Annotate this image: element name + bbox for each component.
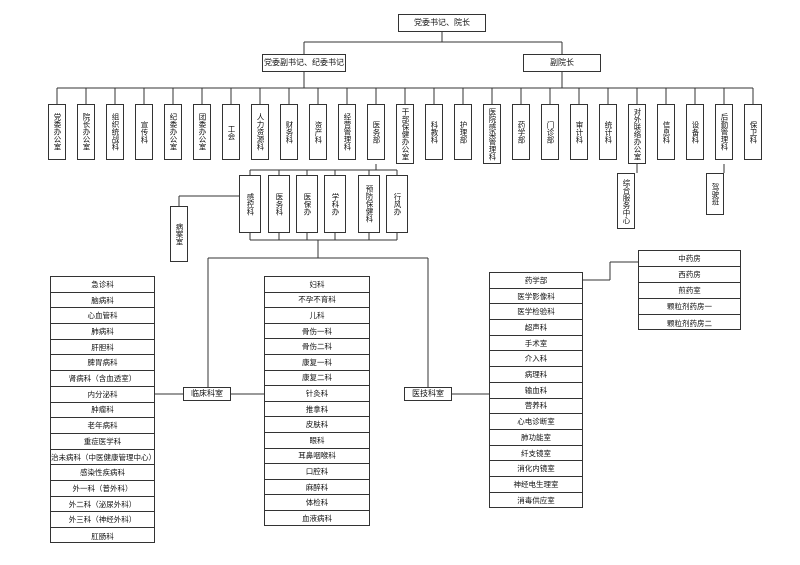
list-item: 消毒供应室 bbox=[517, 496, 555, 506]
list-item: 麻醉科 bbox=[265, 480, 369, 496]
list-item: 肺功能室 bbox=[490, 430, 582, 446]
medical-subunit-box: 医务科 bbox=[268, 175, 290, 233]
clinical-dept-box: 临床科室 bbox=[183, 387, 231, 401]
list-item: 心血管科 bbox=[51, 308, 154, 325]
list-item: 医学影像科 bbox=[490, 289, 582, 305]
department-box: 党委办公室 bbox=[48, 104, 66, 160]
department-box: 经营管理科 bbox=[338, 104, 356, 160]
list-item: 皮肤科 bbox=[265, 417, 369, 433]
list-item: 骨伤二科 bbox=[265, 339, 369, 355]
list-item: 耳鼻咽喉科 bbox=[265, 449, 369, 465]
list-item: 肛肠科 bbox=[91, 531, 114, 541]
medtech-list: 药学部医学影像科医学检验科超声科手术室介入科病理科输血科营养科心电诊断室肺功能室… bbox=[489, 272, 583, 508]
top-leader-box: 党委书记、院长 bbox=[398, 14, 486, 32]
list-item: 中药房 bbox=[639, 251, 740, 267]
list-item: 营养科 bbox=[490, 399, 582, 415]
list-item: 针灸科 bbox=[265, 386, 369, 402]
department-box: 护理部 bbox=[454, 104, 472, 160]
list-item: 急诊科 bbox=[51, 277, 154, 293]
list-item: 煎药室 bbox=[639, 283, 740, 299]
list-item: 眼科 bbox=[265, 433, 369, 449]
department-box: 团委办公室 bbox=[193, 104, 211, 160]
list-item: 外一科（普外科） bbox=[51, 481, 154, 497]
list-item: 消化内镜室 bbox=[490, 461, 582, 478]
list-item: 重症医学科 bbox=[51, 434, 154, 450]
list-item: 西药房 bbox=[639, 267, 740, 283]
medical-subunit-box: 学科办 bbox=[324, 175, 346, 233]
medical-subunit-box: 感控科 bbox=[239, 175, 261, 233]
list-item: 神经电生理室 bbox=[490, 477, 582, 493]
list-item: 康复二科 bbox=[265, 371, 369, 387]
department-box: 药学部 bbox=[512, 104, 530, 160]
list-item: 儿科 bbox=[265, 308, 369, 324]
department-box: 门诊部 bbox=[541, 104, 559, 160]
list-item: 治未病科（中医健康管理中心） bbox=[51, 450, 156, 466]
list-item: 脾胃病科 bbox=[51, 356, 154, 372]
list-item: 骨伤一科 bbox=[265, 324, 369, 340]
list-item: 不孕不育科 bbox=[265, 293, 369, 309]
list-item: 肝胆科 bbox=[51, 340, 154, 356]
department-box: 财务科 bbox=[280, 104, 298, 160]
department-box: 后勤管理科 bbox=[715, 104, 733, 160]
department-box: 干部保健办公室 bbox=[396, 104, 414, 164]
list-item: 颗粒剂药房一 bbox=[639, 299, 740, 315]
department-box: 设备科 bbox=[686, 104, 704, 160]
list-item: 肿瘤科 bbox=[51, 403, 154, 419]
deputy-party-box: 党委副书记、纪委书记 bbox=[262, 54, 346, 72]
medtech-dept-box: 医技科室 bbox=[404, 387, 452, 401]
department-box: 资产科 bbox=[309, 104, 327, 160]
department-box: 纪委办公室 bbox=[164, 104, 182, 160]
integrated-service-center-box: 综合服务中心 bbox=[617, 173, 635, 229]
department-box: 医院感染管理科 bbox=[483, 104, 501, 164]
list-item: 外二科（泌尿外科） bbox=[51, 497, 154, 513]
records-room-box: 病案室 bbox=[170, 206, 188, 262]
list-item: 感染性疾病科 bbox=[51, 465, 154, 482]
medical-subunit-box: 行风办 bbox=[386, 175, 408, 233]
department-box: 统计科 bbox=[599, 104, 617, 160]
list-item: 脑病科 bbox=[51, 293, 154, 309]
department-box: 医务部 bbox=[367, 104, 385, 160]
list-item: 口腔科 bbox=[265, 464, 369, 480]
list-item: 康复一科 bbox=[265, 355, 369, 371]
driving-team-box: 驾驶班 bbox=[706, 173, 724, 215]
list-item: 推拿科 bbox=[265, 402, 369, 418]
list-item: 肾病科（含血透室） bbox=[51, 371, 154, 387]
department-box: 审计科 bbox=[570, 104, 588, 160]
list-item: 手术室 bbox=[490, 336, 582, 352]
list-item: 纤支镜室 bbox=[490, 446, 582, 462]
department-box: 信息科 bbox=[657, 104, 675, 160]
department-box: 人力资源科 bbox=[251, 104, 269, 160]
department-box: 科教科 bbox=[425, 104, 443, 160]
list-item: 体检科 bbox=[265, 495, 369, 511]
department-box: 对外联络办公室 bbox=[628, 104, 646, 164]
medical-subunit-box: 预防保健科 bbox=[358, 175, 380, 233]
list-item: 病理科 bbox=[490, 367, 582, 383]
department-box: 保卫科 bbox=[744, 104, 762, 160]
list-item: 老年病科 bbox=[51, 418, 154, 434]
vice-president-box: 副院长 bbox=[523, 54, 601, 72]
list-item: 医学检验科 bbox=[490, 304, 582, 321]
department-box: 院长办公室 bbox=[77, 104, 95, 160]
list-item: 血液病科 bbox=[302, 514, 332, 524]
department-box: 组织统战科 bbox=[106, 104, 124, 160]
pharmacy-list: 中药房西药房煎药室颗粒剂药房一颗粒剂药房二 bbox=[638, 250, 741, 330]
list-item: 输血科 bbox=[490, 383, 582, 399]
clinical-left-list: 急诊科脑病科心血管科肺病科肝胆科脾胃病科肾病科（含血透室）内分泌科肿瘤科老年病科… bbox=[50, 276, 156, 543]
list-item: 外三科（神经外科） bbox=[51, 513, 154, 529]
list-item: 心电诊断室 bbox=[490, 414, 582, 430]
list-item: 肺病科 bbox=[51, 324, 154, 340]
list-item: 超声科 bbox=[490, 320, 582, 336]
list-item: 妇科 bbox=[265, 277, 369, 293]
list-item: 颗粒剂药房二 bbox=[667, 318, 712, 328]
medical-subunit-box: 医保办 bbox=[296, 175, 318, 233]
department-box: 工会 bbox=[222, 104, 240, 160]
department-box: 宣传科 bbox=[135, 104, 153, 160]
list-item: 介入科 bbox=[490, 352, 582, 368]
clinical-right-list: 妇科不孕不育科儿科骨伤一科骨伤二科康复一科康复二科针灸科推拿科皮肤科眼科耳鼻咽喉… bbox=[264, 276, 370, 526]
list-item: 内分泌科 bbox=[51, 387, 154, 403]
list-item: 药学部 bbox=[490, 273, 582, 289]
